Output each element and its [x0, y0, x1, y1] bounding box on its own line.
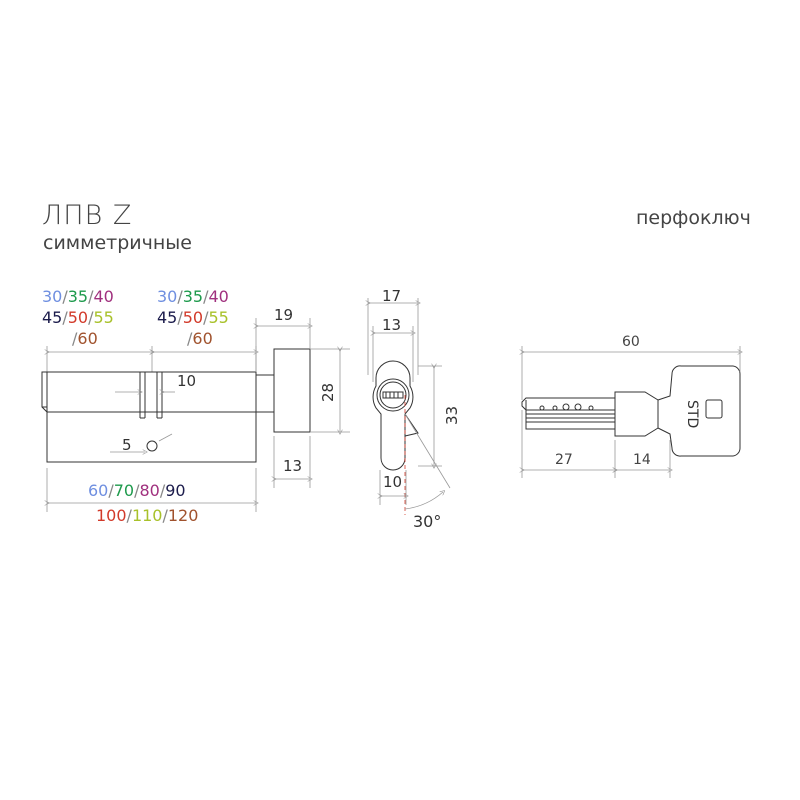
dim-angle: 30° — [413, 512, 441, 531]
dim-knob-depth: 13 — [283, 457, 302, 475]
size-right-55: 55 — [209, 308, 229, 327]
cylinder-profile — [372, 360, 419, 471]
dim-cam-width: 10 — [177, 372, 196, 390]
size-total-90: 90 — [165, 481, 185, 500]
product-subtitle: симметричные — [43, 232, 192, 254]
size-left-55: 55 — [94, 308, 114, 327]
size-left-45: 45 — [42, 308, 62, 327]
dim-profile-inner: 13 — [382, 316, 401, 334]
size-total-80: 80 — [140, 481, 160, 500]
size-right-30: 30 — [157, 287, 177, 306]
key-brand-label: STD — [684, 400, 700, 428]
dim-knob-height: 28 — [319, 383, 337, 402]
size-total-110: 110 — [132, 506, 163, 525]
size-right-50: 50 — [183, 308, 203, 327]
dim-profile-bottom: 10 — [383, 473, 402, 491]
size-total-60: 60 — [88, 481, 108, 500]
dim-key-shoulder: 14 — [633, 452, 651, 468]
size-left-60: 60 — [77, 329, 97, 348]
svg-text:45/50/55: 45/50/55 — [157, 308, 229, 327]
size-right-35: 35 — [183, 287, 203, 306]
key-drawing — [521, 365, 741, 457]
dim-knob-length: 19 — [274, 306, 293, 324]
svg-text:45/50/55: 45/50/55 — [42, 308, 114, 327]
key-type-label: перфоключ — [636, 207, 751, 229]
cylinder-body — [41, 348, 311, 463]
size-total-70: 70 — [114, 481, 134, 500]
svg-text:60/70/80/90: 60/70/80/90 — [88, 481, 186, 500]
dim-pin: 5 — [122, 436, 132, 454]
size-left-50: 50 — [68, 308, 88, 327]
dim-key-total: 60 — [622, 334, 640, 350]
size-left-40: 40 — [94, 287, 114, 306]
size-right-40: 40 — [209, 287, 229, 306]
size-total-120: 120 — [168, 506, 199, 525]
size-total-100: 100 — [96, 506, 127, 525]
svg-text:100/110/120: 100/110/120 — [96, 506, 198, 525]
svg-text:/60: /60 — [187, 329, 213, 348]
svg-text:30/35/40: 30/35/40 — [157, 287, 229, 306]
size-left-30: 30 — [42, 287, 62, 306]
svg-text:30/35/40: 30/35/40 — [42, 287, 114, 306]
dim-profile-height: 33 — [443, 406, 461, 425]
size-left-35: 35 — [68, 287, 88, 306]
size-right-60: 60 — [192, 329, 212, 348]
product-title: ЛПВ Z — [42, 200, 133, 231]
size-right-45: 45 — [157, 308, 177, 327]
dim-key-blade: 27 — [555, 452, 573, 468]
dim-profile-width: 17 — [382, 287, 401, 305]
svg-text:/60: /60 — [72, 329, 98, 348]
